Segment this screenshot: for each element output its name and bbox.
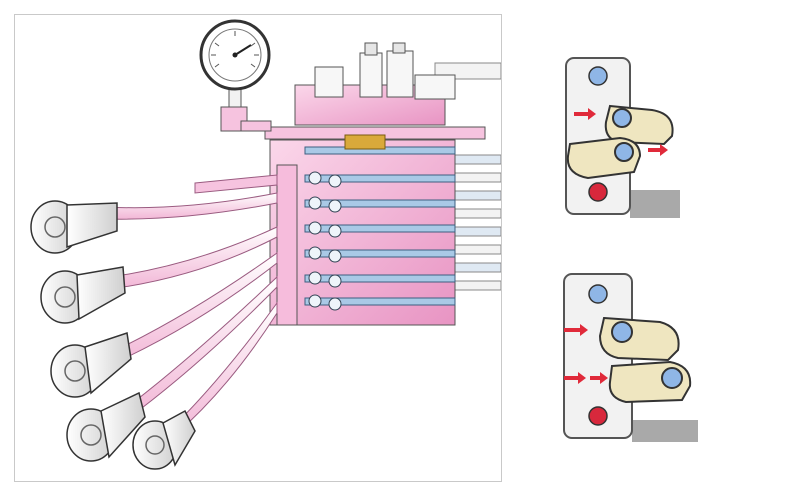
push-arrow-icon [590, 372, 608, 384]
base-plate [630, 190, 680, 218]
control-lever-icon [50, 332, 132, 398]
valve-bank-svg [30, 19, 501, 470]
hand-operation-svg-top [565, 57, 680, 218]
hand-grip-icon [604, 104, 674, 146]
top-manifold [264, 42, 486, 140]
hand-operation-panel-bottom [560, 270, 698, 442]
spool-rods [304, 134, 456, 306]
hand-grip-icon [608, 360, 692, 404]
blue-indicator-dot [588, 284, 608, 304]
control-lever-icon [66, 391, 146, 462]
base-plate [632, 420, 698, 442]
pressure-gauge-icon [199, 19, 272, 132]
red-indicator-dot [588, 182, 608, 202]
hand-operation-panel-top [560, 52, 680, 218]
hand-grip-icon [566, 136, 642, 180]
hand-grip-icon [598, 316, 680, 362]
control-lever-icon [30, 200, 118, 254]
control-lever-icon [40, 266, 126, 324]
push-arrow-icon [564, 372, 586, 384]
control-cables [104, 174, 278, 437]
push-arrow-icon [574, 108, 596, 120]
valve-bank-illustration [14, 14, 502, 482]
lever-handles [30, 200, 196, 470]
control-lever-icon [132, 409, 196, 470]
hand-operation-svg-bottom [563, 273, 698, 442]
push-arrow-icon [648, 144, 668, 156]
blue-indicator-dot [588, 66, 608, 86]
push-arrow-icon [564, 324, 588, 336]
red-indicator-dot [588, 406, 608, 426]
spool-fittings [308, 171, 342, 311]
